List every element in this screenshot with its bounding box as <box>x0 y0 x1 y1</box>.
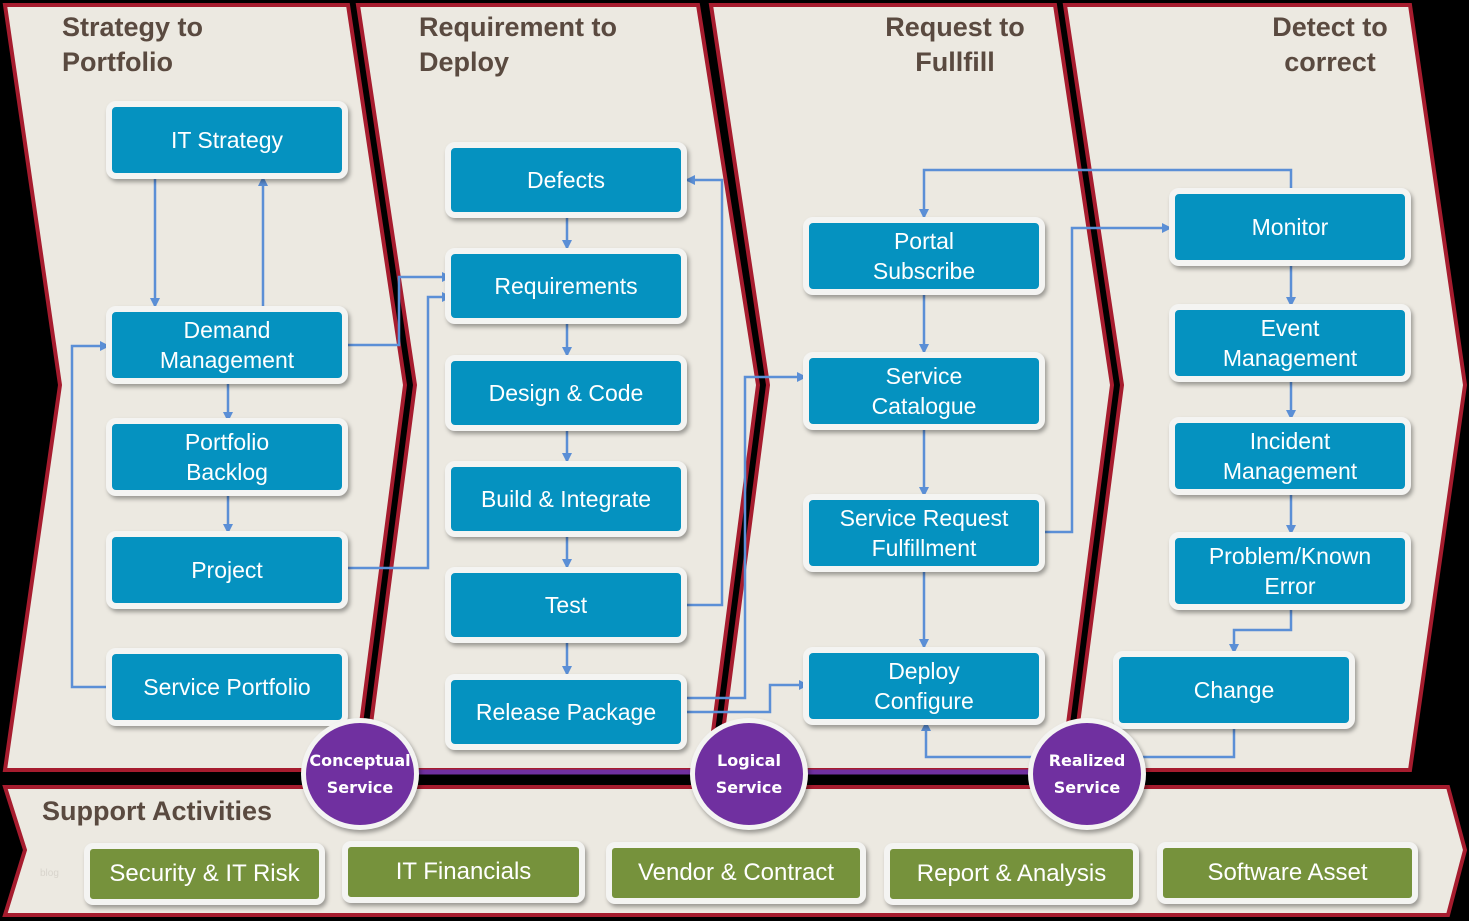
box-problem-known-error[interactable]: Problem/Known Error <box>1169 532 1411 610</box>
box-it-strategy[interactable]: IT Strategy <box>106 101 348 179</box>
box-test[interactable]: Test <box>445 567 687 643</box>
support-report-analysis[interactable]: Report & Analysis <box>884 843 1139 905</box>
box-demand-management[interactable]: Demand Management <box>106 306 348 384</box>
support-security-it-risk[interactable]: Security & IT Risk <box>84 843 325 905</box>
stage-logical-service[interactable]: Logical Service <box>690 718 808 830</box>
box-service-request-fulfillment[interactable]: Service Request Fulfillment <box>803 494 1045 572</box>
box-portfolio-backlog[interactable]: Portfolio Backlog <box>106 418 348 496</box>
box-build-integrate[interactable]: Build & Integrate <box>445 461 687 537</box>
box-monitor[interactable]: Monitor <box>1169 188 1411 266</box>
stage-conceptual-service[interactable]: Conceptual Service <box>301 718 419 830</box>
arrow-problem-to-change <box>1229 608 1293 654</box>
support-software-asset[interactable]: Software Asset <box>1157 842 1418 904</box>
box-service-catalogue[interactable]: Service Catalogue <box>803 352 1045 430</box>
box-event-management[interactable]: Event Management <box>1169 304 1411 382</box>
box-design-code[interactable]: Design & Code <box>445 355 687 431</box>
arrow-fulfillment-to-monitor <box>1043 223 1172 534</box>
box-release-package[interactable]: Release Package <box>445 674 687 750</box>
arrow-portfolio-to-demand <box>70 341 110 689</box>
arrow-demand-to-requirements <box>345 272 452 347</box>
stage-realized-service[interactable]: Realized Service <box>1028 718 1146 830</box>
box-project[interactable]: Project <box>106 531 348 609</box>
box-requirements[interactable]: Requirements <box>445 248 687 324</box>
arrow-project-to-requirements <box>345 292 452 570</box>
box-service-portfolio[interactable]: Service Portfolio <box>106 648 348 726</box>
box-portal-subscribe[interactable]: Portal Subscribe <box>803 217 1045 295</box>
box-change[interactable]: Change <box>1113 651 1355 729</box>
box-defects[interactable]: Defects <box>445 142 687 218</box>
support-activities-title: Support Activities <box>42 796 273 826</box>
box-deploy-configure[interactable]: Deploy Configure <box>803 647 1045 725</box>
arrow-release-to-deploy <box>685 680 809 714</box>
arrow-test-to-defects <box>685 175 724 607</box>
support-it-financials[interactable]: IT Financials <box>342 841 585 903</box>
watermark: blog <box>40 868 59 879</box>
arrow-monitor-to-portal <box>919 168 1293 219</box>
arrow-release-to-catalogue <box>685 372 807 700</box>
support-vendor-contract[interactable]: Vendor & Contract <box>606 842 866 904</box>
box-incident-management[interactable]: Incident Management <box>1169 417 1411 495</box>
